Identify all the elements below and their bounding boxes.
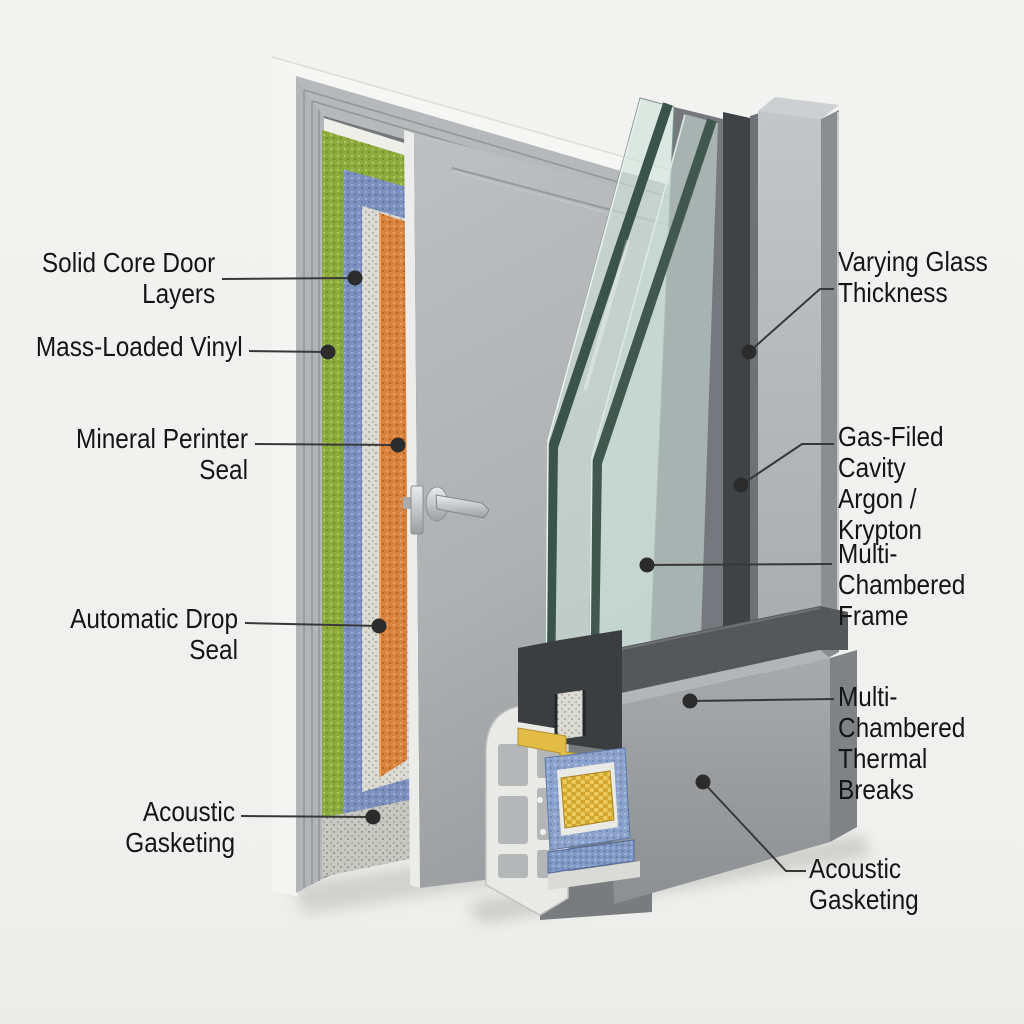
door-handle [403,485,490,535]
honeycomb-core [560,770,615,829]
sill-front-face [608,658,830,904]
acoustic-gasket-strip [547,839,635,874]
door-core-layers [322,130,414,877]
glass-spacer [556,690,584,740]
leader-thermal-breaks [689,698,835,702]
leader-lines [221,277,835,872]
label-varying-glass-thickness: Varying Glass Thickness [838,246,988,308]
post-front-face [758,111,821,662]
leader-gas-cavity [740,443,834,486]
window-frame-post [758,97,839,662]
leader-mineral-seal [254,443,399,446]
leader-gasketing-window [702,781,806,872]
label-multi-chambered-thermal-breaks: Multi-Chambered Thermal Breaks [838,681,966,805]
window-bottom-cross-section [485,606,857,920]
glass-panes [544,97,718,701]
label-acoustic-gasketing-window: Acoustic Gasketing [809,853,919,915]
perimeter-seal-strip [324,118,414,159]
sash-bottom-rail [598,606,848,698]
leader-dots [320,270,757,825]
label-mineral-perimeter-seal: Mineral Perinter Seal [76,423,248,485]
label-multi-chambered-frame: Multi-Chambered Frame [838,538,966,631]
leader-mass-loaded [248,350,329,353]
sash-dark-band [723,112,750,697]
label-acoustic-gasketing-door: Acoustic Gasketing [125,796,235,858]
glass-pane-back-edge [589,118,717,659]
post-top-bevel [758,97,839,119]
label-mass-loaded-vinyl: Mass-Loaded Vinyl [36,331,243,362]
door-base-gasket [322,799,414,877]
sill-block [598,650,857,904]
window-assembly [485,97,857,920]
layer-orange-damping [380,213,407,777]
leader-glass-thickness [748,288,834,353]
glass-pane-back [589,114,718,666]
leader-chambered-frame [646,563,833,566]
handle-lever [435,494,490,519]
glazing-bead [518,630,622,752]
label-gas-filled-cavity: Gas-Filed Cavity Argon / Krypton [838,421,944,545]
sill-side-face [830,650,857,842]
leader-gasketing-door [240,815,374,818]
post-side-face [821,110,839,662]
label-automatic-drop-seal: Automatic Drop Seal [70,603,238,665]
leader-drop-seal [244,622,380,627]
glass-pane-front-edge [545,102,673,690]
label-solid-core-door-layers: Solid Core Door Layers [41,247,215,309]
leader-solid-core [221,277,356,280]
sill-top-face [598,650,830,708]
foam-core-box [537,747,631,851]
